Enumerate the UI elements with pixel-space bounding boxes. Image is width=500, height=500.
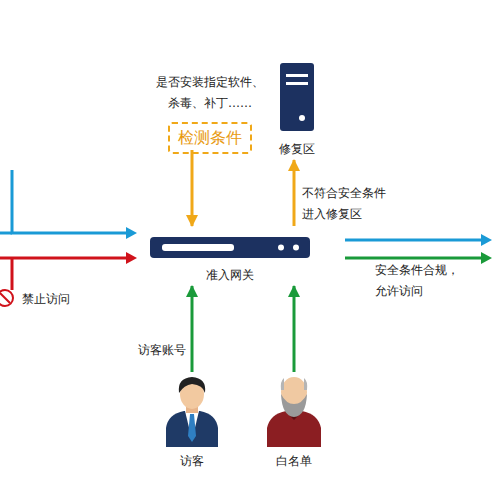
edge-label: 不符合安全条件 进入修复区	[302, 183, 402, 225]
node-label: 白名单	[276, 451, 312, 472]
red-line	[0, 257, 128, 260]
server-icon	[280, 63, 314, 131]
blue-line	[0, 232, 12, 235]
flow-arrow	[191, 150, 194, 226]
gateway-device	[278, 245, 284, 251]
visitor-body	[166, 411, 218, 447]
gateway-device	[293, 245, 299, 251]
flow-arrow	[293, 286, 296, 372]
forbidden-symbol	[0, 290, 13, 306]
node-label: 准入网关	[206, 265, 254, 286]
gateway-device	[150, 237, 310, 258]
note-label: 禁止访问	[22, 289, 92, 310]
blue-line	[12, 170, 128, 233]
green-arrowhead	[481, 252, 492, 264]
node-label: 修复区	[279, 139, 315, 160]
server-icon	[286, 82, 308, 85]
node-label: 是否安装指定软件、 杀毒、补丁……	[143, 72, 278, 114]
gateway-device	[162, 244, 234, 251]
edge-label: 访客账号	[130, 340, 186, 361]
access-gateway: 准入网关	[150, 226, 310, 286]
blue-arrowhead	[481, 234, 492, 246]
whitelist-beard	[281, 394, 307, 417]
whitelist-hair	[281, 378, 307, 390]
server-icon	[299, 115, 305, 121]
visitor-person: 访客	[162, 372, 222, 472]
condition-title: 检测条件	[168, 122, 252, 154]
visitor-tie	[188, 414, 196, 442]
blue-arrowhead	[126, 227, 137, 239]
red-line	[11, 258, 14, 290]
node-label: 访客	[180, 451, 204, 472]
condition-box: 是否安装指定软件、 杀毒、补丁……检测条件	[135, 72, 285, 150]
server-icon	[286, 74, 308, 77]
blue-line	[345, 239, 482, 242]
whitelist-person: 白名单	[264, 372, 324, 472]
repair-zone: 修复区	[267, 60, 327, 160]
green-line	[345, 257, 482, 260]
flow-arrow	[191, 286, 194, 372]
note-label: 安全条件合规， 允许访问	[375, 260, 475, 302]
red-arrowhead	[126, 252, 137, 264]
visitor-hair	[179, 377, 205, 393]
flow-arrow	[293, 160, 296, 226]
forbidden-symbol	[0, 293, 10, 303]
